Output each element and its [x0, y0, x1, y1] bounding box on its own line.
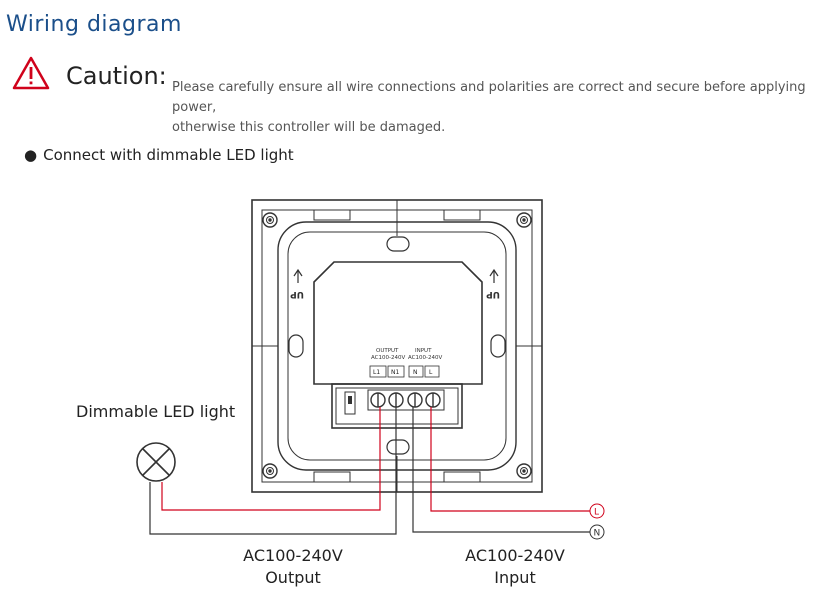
caution-line-2: otherwise this controller will be damage…: [172, 120, 446, 135]
live-marker-icon: [589, 503, 605, 519]
bullet-dot-icon: ●: [24, 146, 38, 164]
output-voltage: AC100-240V: [243, 546, 343, 565]
wire-input-neutral: [412, 407, 590, 533]
module-body: [313, 261, 483, 385]
terminal-label-n1: N1: [391, 369, 399, 376]
lamp-label: Dimmable LED light: [76, 402, 236, 421]
terminal-screws: [370, 392, 441, 408]
input-word: Input: [494, 568, 536, 587]
slot-left: [288, 334, 304, 358]
switch-icon: [344, 391, 356, 415]
slot-right: [490, 334, 506, 358]
up-mark-left: UP: [290, 289, 304, 299]
terminal-label-l1: L1: [373, 369, 380, 376]
screw-icon-br: [516, 463, 532, 479]
slot-bottom: [386, 439, 410, 455]
up-arrow-icon-left: [293, 268, 303, 283]
screw-icon-tr: [516, 212, 532, 228]
output-word: Output: [265, 568, 321, 587]
neutral-marker: N: [594, 529, 601, 539]
up-arrow-icon-right: [489, 268, 499, 283]
wire-output-live: [161, 407, 381, 511]
output-label: AC100-240V Output: [228, 545, 358, 589]
up-mark-right: UP: [486, 289, 500, 299]
screw-icon-tl: [262, 212, 278, 228]
lamp-icon: [136, 442, 176, 482]
wire-input-live: [430, 407, 590, 512]
output-range: AC100-240V: [371, 355, 405, 361]
live-marker: L: [594, 508, 599, 518]
screw-icon-bl: [262, 463, 278, 479]
terminal-label-n: N: [413, 369, 418, 376]
connection-bullet: ● Connect with dimmable LED light: [24, 146, 294, 164]
panel-outer: [251, 199, 543, 493]
mounting-ring-inner: [287, 231, 507, 461]
output-header: OUTPUT: [376, 348, 399, 354]
bullet-text: Connect with dimmable LED light: [43, 146, 294, 164]
warning-icon: [12, 56, 50, 90]
caution-title: Caution:: [66, 62, 167, 90]
slot-top: [386, 236, 410, 252]
input-range: AC100-240V: [408, 355, 442, 361]
input-voltage: AC100-240V: [465, 546, 565, 565]
page-title: Wiring diagram: [6, 12, 182, 37]
input-header: INPUT: [415, 348, 432, 354]
neutral-marker-icon: [589, 524, 605, 540]
terminal-block: [331, 383, 463, 429]
terminal-label-l: L: [429, 369, 433, 376]
wire-output-neutral: [149, 407, 397, 535]
input-label: AC100-240V Input: [450, 545, 580, 589]
caution-message: Please carefully ensure all wire connect…: [172, 78, 822, 138]
caution-line-1: Please carefully ensure all wire connect…: [172, 80, 806, 115]
